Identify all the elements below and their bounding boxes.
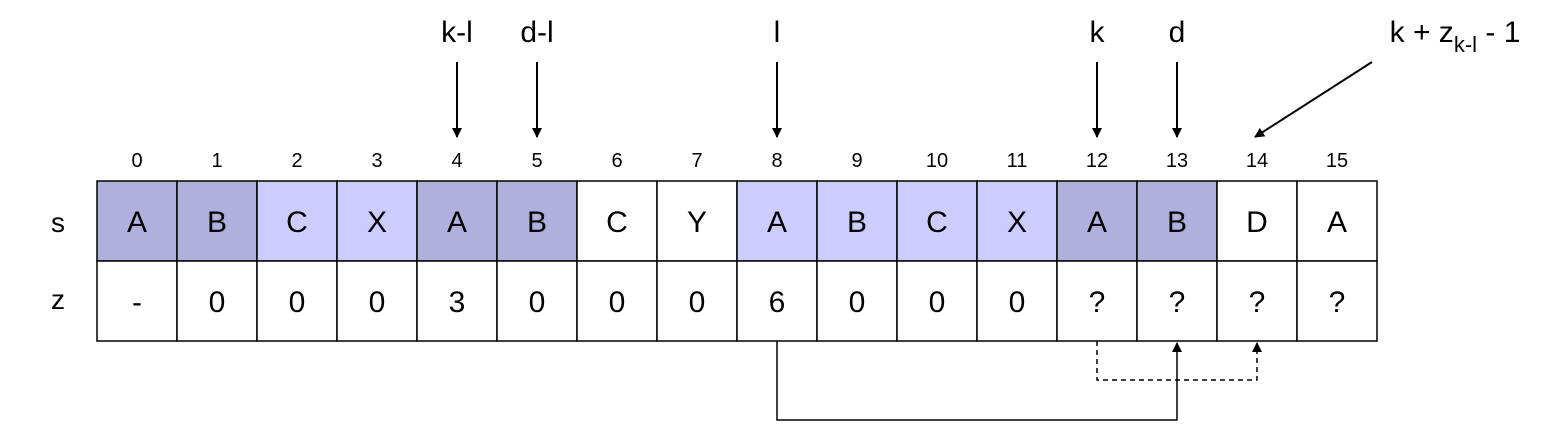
z-cell-value: 3 xyxy=(449,286,466,319)
s-cell-char: B xyxy=(207,206,227,239)
s-cell xyxy=(1296,180,1378,262)
z-cell-value: 0 xyxy=(289,286,306,319)
s-cell-char: A xyxy=(127,206,147,239)
s-cell-char: C xyxy=(286,206,308,239)
s-cell-char: D xyxy=(1246,206,1268,239)
row-label-s: s xyxy=(51,207,65,238)
s-cell xyxy=(176,180,258,262)
z-cell xyxy=(736,260,818,342)
index-label: 14 xyxy=(1246,150,1268,172)
formula-label: k + zk-l - 1 xyxy=(1390,16,1521,57)
z-cell-value: 6 xyxy=(769,286,786,319)
z-cell xyxy=(176,260,258,342)
s-cell-char: B xyxy=(1167,206,1187,239)
s-cell-char: A xyxy=(1327,206,1347,239)
z-cell xyxy=(416,260,498,342)
z-cell xyxy=(96,260,178,342)
pointer-label: k-l xyxy=(441,16,473,49)
index-label: 0 xyxy=(131,150,142,172)
index-label: 9 xyxy=(851,150,862,172)
z-cell xyxy=(496,260,578,342)
s-cell-char: C xyxy=(926,206,948,239)
z-cell xyxy=(336,260,418,342)
s-cell xyxy=(1136,180,1218,262)
index-label: 15 xyxy=(1326,150,1348,172)
s-cell-char: Y xyxy=(687,206,707,239)
z-cell xyxy=(1216,260,1298,342)
index-label: 1 xyxy=(211,150,222,172)
pointer-label: d-l xyxy=(520,16,553,49)
index-label: 10 xyxy=(926,150,948,172)
connector-arrows xyxy=(776,341,1262,421)
z-cell-value: 0 xyxy=(529,286,546,319)
pointer-label: l xyxy=(774,16,781,49)
index-label: 4 xyxy=(451,150,462,172)
dashed-connector-arrow xyxy=(1096,341,1262,381)
s-cell xyxy=(256,180,338,262)
pointer-label: k xyxy=(1090,16,1106,49)
z-cell xyxy=(1296,260,1378,342)
formula-main: k + z xyxy=(1390,16,1454,49)
z-cell-value: 0 xyxy=(209,286,226,319)
z-cell-value: ? xyxy=(1089,286,1106,319)
z-cell-value: ? xyxy=(1329,286,1346,319)
formula-arrow xyxy=(1254,61,1373,138)
z-cell-value: 0 xyxy=(849,286,866,319)
index-label: 13 xyxy=(1166,150,1188,172)
index-label: 7 xyxy=(691,150,702,172)
s-cell-char: X xyxy=(1007,206,1027,239)
index-label: 3 xyxy=(371,150,382,172)
index-label: 12 xyxy=(1086,150,1108,172)
s-cell xyxy=(96,180,178,262)
solid-connector-arrow xyxy=(776,341,1182,421)
z-cell-value: ? xyxy=(1169,286,1186,319)
s-cell-char: A xyxy=(447,206,467,239)
z-cell-value: 0 xyxy=(1009,286,1026,319)
index-label: 6 xyxy=(611,150,622,172)
s-cell-char: B xyxy=(847,206,867,239)
s-cell xyxy=(656,180,738,262)
s-cell-char: B xyxy=(527,206,547,239)
row-label-z: z xyxy=(51,284,65,315)
s-cell-char: A xyxy=(1087,206,1107,239)
s-cell xyxy=(816,180,898,262)
z-cell-value: ? xyxy=(1249,286,1266,319)
index-label: 5 xyxy=(531,150,542,172)
z-cell-value: 0 xyxy=(689,286,706,319)
s-cell-char: A xyxy=(767,206,787,239)
index-label: 11 xyxy=(1007,150,1028,172)
z-cell-value: 0 xyxy=(369,286,386,319)
z-cell xyxy=(976,260,1058,342)
z-cell-value: 0 xyxy=(929,286,946,319)
z-cell-value: - xyxy=(132,286,142,319)
s-cell-char: C xyxy=(606,206,628,239)
s-cell-char: X xyxy=(367,206,387,239)
z-cell-value: 0 xyxy=(609,286,626,319)
index-label: 2 xyxy=(291,150,302,172)
formula-tail: - 1 xyxy=(1477,16,1520,49)
pointer-label: d xyxy=(1169,16,1186,49)
z-cell xyxy=(896,260,978,342)
formula-subscript: k-l xyxy=(1454,32,1477,57)
s-cell xyxy=(496,180,578,262)
z-cell xyxy=(1056,260,1138,342)
s-cell xyxy=(976,180,1058,262)
pointer-arrows: k-l d-l l k d xyxy=(441,16,1373,138)
z-row: - 0 0 0 3 0 0 0 6 0 0 0???? xyxy=(96,260,1378,342)
z-cell xyxy=(256,260,338,342)
index-label: 8 xyxy=(771,150,782,172)
z-cell xyxy=(576,260,658,342)
